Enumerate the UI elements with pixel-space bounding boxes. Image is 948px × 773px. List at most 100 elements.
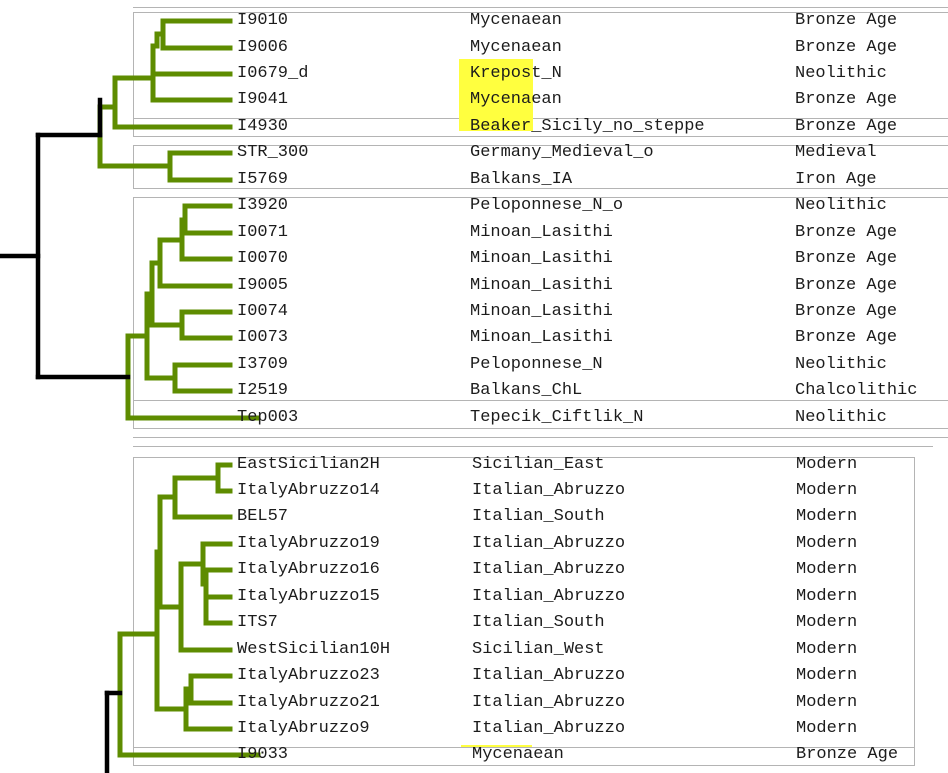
period-label: Bronze Age bbox=[795, 328, 898, 347]
population-label: Beaker_Sicily_no_steppe bbox=[470, 117, 705, 136]
sample-id: ItalyAbruzzo15 bbox=[237, 587, 380, 606]
population-label: Mycenaean bbox=[472, 745, 564, 764]
period-label: Modern bbox=[796, 613, 858, 632]
population-label: Peloponnese_N_o bbox=[470, 196, 624, 215]
period-label: Bronze Age bbox=[795, 223, 898, 242]
group-box bbox=[133, 197, 948, 429]
period-label: Modern bbox=[796, 693, 858, 712]
period-label: Bronze Age bbox=[795, 276, 898, 295]
population-label: Minoan_Lasithi bbox=[470, 328, 613, 347]
table-row: BEL57 Italian_South Modern bbox=[0, 506, 948, 528]
sample-id: I0073 bbox=[237, 328, 289, 347]
period-label: Modern bbox=[796, 640, 858, 659]
sample-id: BEL57 bbox=[237, 507, 289, 526]
period-label: Modern bbox=[796, 481, 858, 500]
table-row: EastSicilian2H Sicilian_East Modern bbox=[0, 454, 948, 476]
table-row: ItalyAbruzzo15 Italian_Abruzzo Modern bbox=[0, 586, 948, 608]
table-row: I0071 Minoan_Lasithi Bronze Age bbox=[0, 222, 948, 244]
sample-id: STR_300 bbox=[237, 143, 309, 162]
group-box bbox=[133, 12, 948, 137]
period-label: Bronze Age bbox=[795, 249, 898, 268]
sample-id: I9006 bbox=[237, 38, 289, 57]
sample-id: I0071 bbox=[237, 223, 289, 242]
period-label: Bronze Age bbox=[795, 117, 898, 136]
table-row: ItalyAbruzzo19 Italian_Abruzzo Modern bbox=[0, 533, 948, 555]
table-row: STR_300 Germany_Medieval_o Medieval bbox=[0, 142, 948, 164]
population-label: Mycenaean bbox=[470, 90, 562, 109]
period-label: Chalcolithic bbox=[795, 381, 918, 400]
group-box bbox=[133, 457, 915, 766]
sample-id: I3709 bbox=[237, 355, 289, 374]
sample-id: ItalyAbruzzo23 bbox=[237, 666, 380, 685]
highlight-marker bbox=[459, 59, 533, 131]
table-row: I0073 Minoan_Lasithi Bronze Age bbox=[0, 327, 948, 349]
population-label: Italian_Abruzzo bbox=[472, 534, 626, 553]
population-label: Italian_Abruzzo bbox=[472, 587, 626, 606]
group-box-divider bbox=[133, 747, 915, 748]
group-box-divider bbox=[133, 437, 948, 438]
period-label: Bronze Age bbox=[795, 38, 898, 57]
period-label: Bronze Age bbox=[795, 90, 898, 109]
period-label: Modern bbox=[796, 666, 858, 685]
sample-id: I0679_d bbox=[237, 64, 309, 83]
population-label: Minoan_Lasithi bbox=[470, 223, 613, 242]
period-label: Medieval bbox=[795, 143, 877, 162]
period-label: Modern bbox=[796, 587, 858, 606]
table-row: I0070 Minoan_Lasithi Bronze Age bbox=[0, 248, 948, 270]
sample-id: WestSicilian10H bbox=[237, 640, 391, 659]
period-label: Neolithic bbox=[795, 196, 887, 215]
population-label: Sicilian_West bbox=[472, 640, 605, 659]
population-label: Italian_South bbox=[472, 507, 605, 526]
table-row: I9006 Mycenaean Bronze Age bbox=[0, 37, 948, 59]
table-row: I0679_d Krepost_N Neolithic bbox=[0, 63, 948, 85]
table-row: ItalyAbruzzo21 Italian_Abruzzo Modern bbox=[0, 692, 948, 714]
sample-id: Tep003 bbox=[237, 408, 299, 427]
period-label: Modern bbox=[796, 560, 858, 579]
population-label: Italian_Abruzzo bbox=[472, 693, 626, 712]
sample-id: I5769 bbox=[237, 170, 289, 189]
period-label: Bronze Age bbox=[796, 745, 899, 764]
period-label: Modern bbox=[796, 455, 858, 474]
population-label: Minoan_Lasithi bbox=[470, 276, 613, 295]
sample-id: EastSicilian2H bbox=[237, 455, 380, 474]
period-label: Bronze Age bbox=[795, 11, 898, 30]
population-label: Germany_Medieval_o bbox=[470, 143, 654, 162]
sample-id: ItalyAbruzzo9 bbox=[237, 719, 370, 738]
sample-id: ITS7 bbox=[237, 613, 278, 632]
population-label: Sicilian_East bbox=[472, 455, 605, 474]
sample-id: I9010 bbox=[237, 11, 289, 30]
period-label: Modern bbox=[796, 507, 858, 526]
population-label: Minoan_Lasithi bbox=[470, 302, 613, 321]
period-label: Iron Age bbox=[795, 170, 877, 189]
population-label: Peloponnese_N bbox=[470, 355, 603, 374]
group-box-divider bbox=[133, 118, 948, 119]
sample-id: ItalyAbruzzo19 bbox=[237, 534, 380, 553]
period-label: Neolithic bbox=[795, 408, 887, 427]
table-row: ItalyAbruzzo14 Italian_Abruzzo Modern bbox=[0, 480, 948, 502]
population-label: Mycenaean bbox=[470, 38, 562, 57]
sample-id: I9033 bbox=[237, 745, 289, 764]
sample-id: ItalyAbruzzo14 bbox=[237, 481, 380, 500]
population-label: Italian_Abruzzo bbox=[472, 481, 626, 500]
sample-id: ItalyAbruzzo21 bbox=[237, 693, 380, 712]
population-label: Minoan_Lasithi bbox=[470, 249, 613, 268]
population-label: Tepecik_Ciftlik_N bbox=[470, 408, 644, 427]
period-label: Modern bbox=[796, 534, 858, 553]
population-label: Krepost_N bbox=[470, 64, 562, 83]
table-row: Tep003 Tepecik_Ciftlik_N Neolithic bbox=[0, 407, 948, 429]
period-label: Neolithic bbox=[795, 64, 887, 83]
sample-id: I0070 bbox=[237, 249, 289, 268]
